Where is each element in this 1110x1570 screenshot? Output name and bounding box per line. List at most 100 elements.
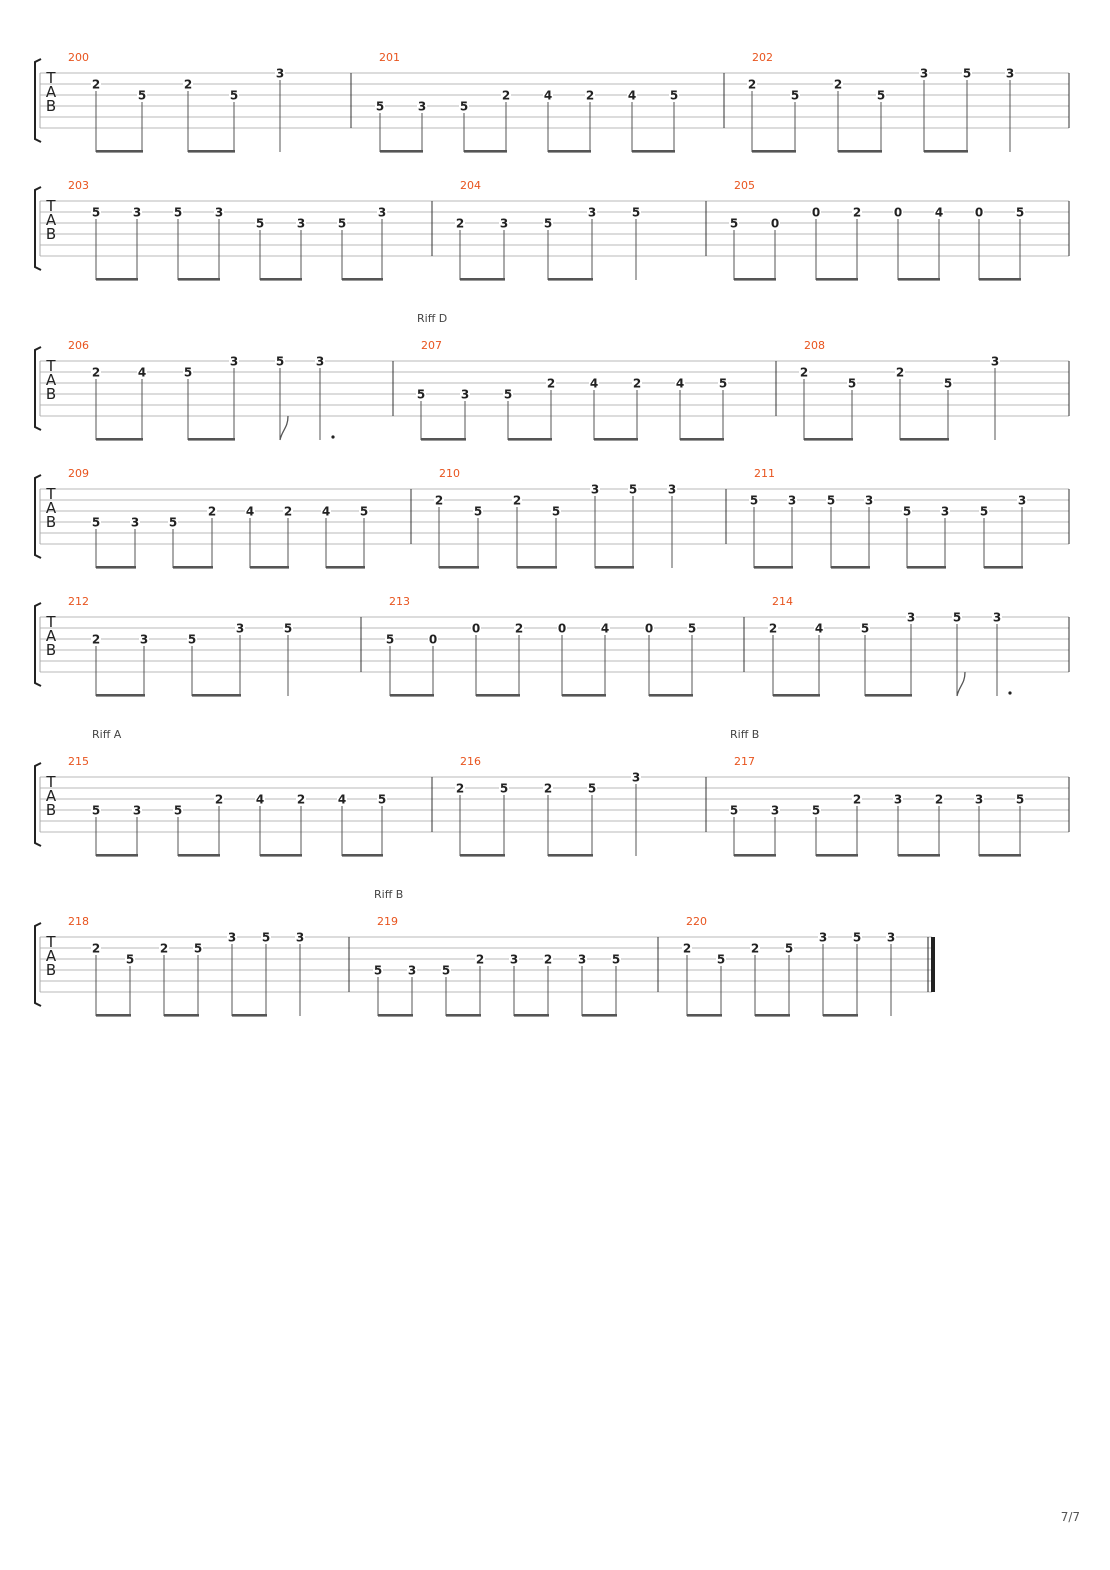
final-barline-thick [931, 937, 935, 992]
fret-knockout [814, 622, 824, 634]
fret-knockout [934, 206, 944, 218]
fret-number: 5 [376, 100, 384, 114]
fret-number: 2 [215, 793, 223, 807]
fret-knockout [852, 206, 862, 218]
beam [390, 694, 434, 697]
fret-number: 2 [769, 622, 777, 636]
fret-number: 0 [645, 622, 653, 636]
fret-knockout [631, 771, 641, 783]
fret-number: 2 [544, 782, 552, 796]
fret-knockout [296, 217, 306, 229]
beam [548, 854, 593, 857]
beam [594, 438, 638, 441]
beam [865, 694, 912, 697]
beam [898, 854, 940, 857]
beam [96, 566, 136, 569]
fret-knockout [514, 622, 524, 634]
beam [562, 694, 606, 697]
riff-label: Riff B [730, 728, 759, 741]
fret-number: 2 [92, 942, 100, 956]
fret-knockout [499, 782, 509, 794]
fret-number: 2 [184, 78, 192, 92]
fret-number: 2 [456, 217, 464, 231]
fret-knockout [770, 217, 780, 229]
fret-number: 2 [435, 494, 443, 508]
fret-number: 5 [903, 505, 911, 519]
fret-knockout [876, 89, 886, 101]
beam [188, 150, 235, 153]
system-bracket [34, 762, 42, 847]
fret-knockout [229, 355, 239, 367]
fret-knockout [1015, 793, 1025, 805]
fret-number: 3 [588, 206, 596, 220]
fret-knockout [321, 505, 331, 517]
fret-knockout [750, 942, 760, 954]
fret-knockout [585, 89, 595, 101]
fret-knockout [860, 622, 870, 634]
beam [831, 566, 870, 569]
fret-knockout [173, 206, 183, 218]
beam [378, 1014, 413, 1017]
fret-number: 5 [262, 931, 270, 945]
fret-knockout [139, 633, 149, 645]
beam [984, 566, 1023, 569]
beam [898, 278, 940, 281]
fret-knockout [245, 505, 255, 517]
fret-number: 3 [993, 611, 1001, 625]
fret-number: 4 [322, 505, 330, 519]
fret-knockout [886, 931, 896, 943]
beam [250, 566, 289, 569]
fret-knockout [864, 494, 874, 506]
system-bracket [34, 186, 42, 271]
beam [907, 566, 946, 569]
beam [816, 278, 858, 281]
fret-number: 2 [515, 622, 523, 636]
fret-knockout [799, 366, 809, 378]
beam [823, 1014, 858, 1017]
fret-number: 5 [92, 516, 100, 530]
fret-number: 5 [230, 89, 238, 103]
fret-number: 4 [590, 377, 598, 391]
fret-number: 5 [944, 377, 952, 391]
fret-number: 3 [228, 931, 236, 945]
beam [446, 1014, 481, 1017]
fret-number: 5 [730, 217, 738, 231]
tab-clef-letter: A [46, 787, 57, 805]
fret-knockout [499, 217, 509, 229]
measure-number: 216 [460, 755, 481, 768]
fret-knockout [459, 100, 469, 112]
fret-knockout [159, 942, 169, 954]
fret-knockout [669, 89, 679, 101]
beam [178, 278, 220, 281]
fret-number: 2 [853, 206, 861, 220]
fret-knockout [475, 953, 485, 965]
fret-number: 5 [256, 217, 264, 231]
fret-number: 5 [688, 622, 696, 636]
fret-knockout [91, 633, 101, 645]
fret-knockout [337, 217, 347, 229]
tab-clef-letter: A [46, 947, 57, 965]
fret-knockout [631, 206, 641, 218]
fret-number: 3 [1006, 67, 1014, 81]
tab-clef-letter: B [46, 641, 56, 659]
fret-number: 3 [131, 516, 139, 530]
fret-knockout [628, 483, 638, 495]
fret-knockout [852, 931, 862, 943]
fret-knockout [275, 67, 285, 79]
measure-number: 208 [804, 339, 825, 352]
beam [979, 278, 1021, 281]
fret-knockout [509, 953, 519, 965]
beam [755, 1014, 790, 1017]
fret-knockout [974, 793, 984, 805]
fret-knockout [227, 931, 237, 943]
fret-knockout [644, 622, 654, 634]
fret-knockout [434, 494, 444, 506]
fret-knockout [130, 516, 140, 528]
beam [96, 854, 138, 857]
fret-number: 5 [188, 633, 196, 647]
fret-number: 5 [750, 494, 758, 508]
fret-knockout [557, 622, 567, 634]
fret-knockout [283, 622, 293, 634]
fret-knockout [441, 964, 451, 976]
